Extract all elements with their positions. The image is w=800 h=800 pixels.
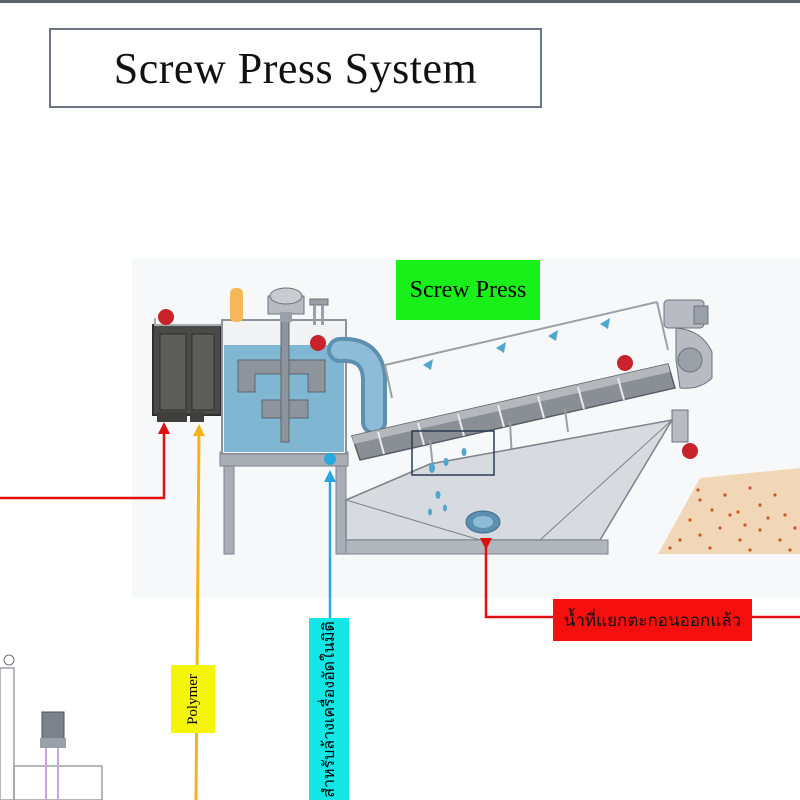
screw-press-label: Screw Press (396, 260, 540, 320)
sludge-cake-pile (658, 468, 800, 554)
polymer-label-text: Polymer (184, 673, 201, 725)
polymer-line (193, 424, 205, 800)
chemical-tank-equipment (0, 654, 103, 800)
page-title: Screw Press System (113, 43, 478, 93)
mixing-stand (219, 451, 349, 555)
process-point-markers (158, 309, 698, 459)
title-box: Screw Press System (49, 28, 542, 108)
level-gauge-icon (309, 298, 329, 325)
wash-water-label: สำหรับล้างเครื่องอัดในมิติ (309, 618, 349, 800)
wash-water-label-text: สำหรับล้างเครื่องอัดในมิติ (318, 620, 338, 798)
filtration-detail-box (411, 430, 495, 476)
wash-inlet-marker (324, 453, 336, 465)
mixer-motor-icon (267, 287, 305, 322)
screw-press-body (351, 301, 676, 479)
separated-water-label: น้ำที่แยกตะกอนออกแล้ว (553, 599, 752, 641)
mixing-tank (221, 299, 347, 455)
flocculation-tank (152, 318, 222, 422)
top-divider (0, 0, 800, 3)
drive-motor-icon (663, 299, 713, 443)
water-droplets (428, 448, 467, 516)
filtrate-tray (345, 418, 674, 555)
polymer-dosing-pipe (230, 288, 243, 322)
sludge-inlet-line (0, 422, 170, 500)
outlet-pipe (327, 336, 387, 435)
polymer-label: Polymer (171, 665, 215, 733)
